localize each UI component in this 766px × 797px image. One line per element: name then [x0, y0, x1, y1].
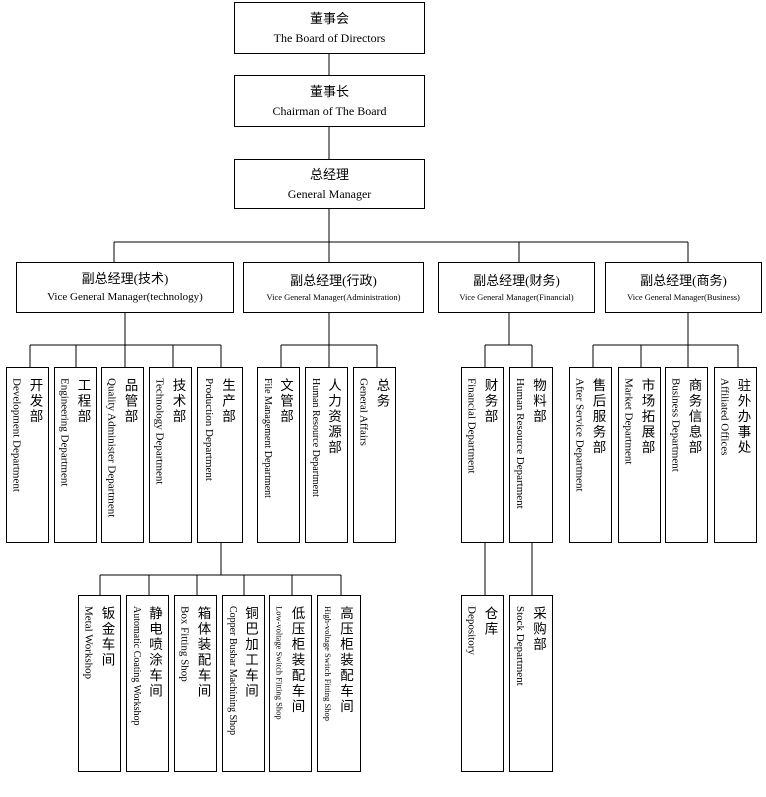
quality-cn-label: 品管部 [122, 378, 138, 425]
general-affairs-cn-label: 总务 [374, 378, 390, 409]
metal-workshop-box: 钣金车间 Metal Workshop [78, 595, 121, 772]
box-fitting-shop-box: 箱体装配车间 Box Fitting Shop [174, 595, 217, 772]
materials-department-box: 物料部 Human Resource Department [509, 367, 553, 543]
affiliated-en-label: Affiliated Offices [718, 378, 731, 456]
market-en-label: Market Department [622, 378, 635, 465]
chairman-en-label: Chairman of The Board [272, 103, 387, 118]
materials-en-label: Human Resource Department [514, 378, 526, 509]
low-voltage-cn-label: 低压柜装配车间 [289, 606, 305, 715]
file-management-department-box: 文管部 File Management Department [257, 367, 300, 543]
vp-financial-en-label: Vice General Manager(Financial) [459, 291, 574, 302]
after-service-en-label: After Service Department [573, 378, 586, 492]
engineering-en-label: Engineering Department [58, 378, 71, 487]
engineering-cn-label: 工程部 [75, 378, 91, 425]
financial-en-label: Financial Department [465, 378, 478, 474]
coating-cn-label: 静电喷涂车间 [147, 606, 162, 699]
market-cn-label: 市场拓展部 [639, 378, 655, 456]
file-en-label: File Management Department [262, 378, 273, 498]
vp-admin-en-label: Vice General Manager(Administration) [266, 291, 401, 302]
vp-technology-cn-label: 副总经理(技术) [81, 270, 169, 286]
after-service-department-box: 售后服务部 After Service Department [569, 367, 612, 543]
general-affairs-en-label: General Affairs [357, 378, 370, 446]
chairman-cn-label: 董事长 [309, 83, 349, 99]
technology-department-box: 技术部 Technology Department [149, 367, 192, 543]
engineering-department-box: 工程部 Engineering Department [54, 367, 97, 543]
quality-en-label: Quality Administer Department [105, 378, 118, 518]
production-department-box: 生产部 Production Department [197, 367, 243, 543]
production-en-label: Production Department [203, 378, 215, 481]
high-voltage-fitting-shop-box: 高压柜装配车间 High-voltage Switch Fitting Shop [317, 595, 361, 772]
general-affairs-box: 总务 General Affairs [353, 367, 396, 543]
production-cn-label: 生产部 [220, 378, 235, 425]
board-of-directors-box: 董事会 The Board of Directors [234, 2, 425, 54]
development-en-label: Development Department [10, 378, 23, 492]
low-voltage-en-label: Low-voltage Switch Fitting Shop [274, 606, 285, 720]
chairman-box: 董事长 Chairman of The Board [234, 75, 425, 127]
hr-en-label: Human Resource Department [310, 378, 321, 497]
business-info-department-box: 商务信息部 Business Department [665, 367, 708, 543]
business-info-cn-label: 商务信息部 [686, 378, 702, 456]
vp-business-box: 副总经理(商务) Vice General Manager(Business) [605, 262, 762, 313]
vp-financial-box: 副总经理(财务) Vice General Manager(Financial) [438, 262, 595, 313]
purchasing-en-label: Stock Department [514, 606, 526, 686]
busbar-cn-label: 铜巴加工车间 [243, 606, 258, 699]
business-info-en-label: Business Department [669, 378, 682, 472]
technology-cn-label: 技术部 [170, 378, 186, 425]
technology-en-label: Technology Department [153, 378, 166, 485]
affiliated-cn-label: 驻外办事处 [735, 378, 751, 456]
development-department-box: 开发部 Development Department [6, 367, 49, 543]
vp-technology-box: 副总经理(技术) Vice General Manager(technology… [16, 262, 234, 313]
vp-admin-cn-label: 副总经理(行政) [290, 272, 377, 288]
materials-cn-label: 物料部 [531, 378, 546, 425]
high-voltage-cn-label: 高压柜装配车间 [338, 606, 353, 715]
coating-en-label: Automatic Coating Workshop [131, 606, 142, 726]
after-service-cn-label: 售后服务部 [590, 378, 606, 456]
depository-box: 仓库 Depository [461, 595, 504, 772]
box-fitting-en-label: Box Fitting Shop [178, 606, 191, 682]
box-fitting-cn-label: 箱体装配车间 [195, 606, 211, 699]
depository-en-label: Depository [465, 606, 478, 655]
hr-cn-label: 人力资源部 [326, 378, 341, 456]
metal-cn-label: 钣金车间 [99, 606, 115, 668]
human-resource-department-box: 人力资源部 Human Resource Department [305, 367, 348, 543]
coating-workshop-box: 静电喷涂车间 Automatic Coating Workshop [126, 595, 169, 772]
file-cn-label: 文管部 [278, 378, 293, 425]
vp-business-cn-label: 副总经理(商务) [640, 272, 727, 288]
gm-cn-label: 总经理 [309, 166, 349, 182]
busbar-machining-shop-box: 铜巴加工车间 Copper Busbar Machining Shop [222, 595, 265, 772]
vp-business-en-label: Vice General Manager(Business) [627, 291, 740, 302]
general-manager-box: 总经理 General Manager [234, 159, 425, 209]
metal-en-label: Metal Workshop [82, 606, 95, 680]
purchasing-department-box: 采购部 Stock Department [509, 595, 553, 772]
financial-department-box: 财务部 Financial Department [461, 367, 504, 543]
quality-department-box: 品管部 Quality Administer Department [101, 367, 144, 543]
board-cn-label: 董事会 [309, 10, 349, 26]
development-cn-label: 开发部 [27, 378, 43, 425]
affiliated-offices-box: 驻外办事处 Affiliated Offices [714, 367, 757, 543]
financial-cn-label: 财务部 [482, 378, 498, 425]
board-en-label: The Board of Directors [273, 30, 386, 45]
market-department-box: 市场拓展部 Market Department [618, 367, 661, 543]
vp-administration-box: 副总经理(行政) Vice General Manager(Administra… [243, 262, 424, 313]
high-voltage-en-label: High-voltage Switch Fitting Shop [323, 606, 333, 721]
busbar-en-label: Copper Busbar Machining Shop [227, 606, 238, 736]
purchasing-cn-label: 采购部 [531, 606, 546, 653]
depository-cn-label: 仓库 [482, 606, 498, 637]
vp-financial-cn-label: 副总经理(财务) [473, 272, 560, 288]
gm-en-label: General Manager [287, 186, 372, 201]
vp-technology-en-label: Vice General Manager(technology) [47, 291, 203, 304]
low-voltage-fitting-shop-box: 低压柜装配车间 Low-voltage Switch Fitting Shop [269, 595, 312, 772]
